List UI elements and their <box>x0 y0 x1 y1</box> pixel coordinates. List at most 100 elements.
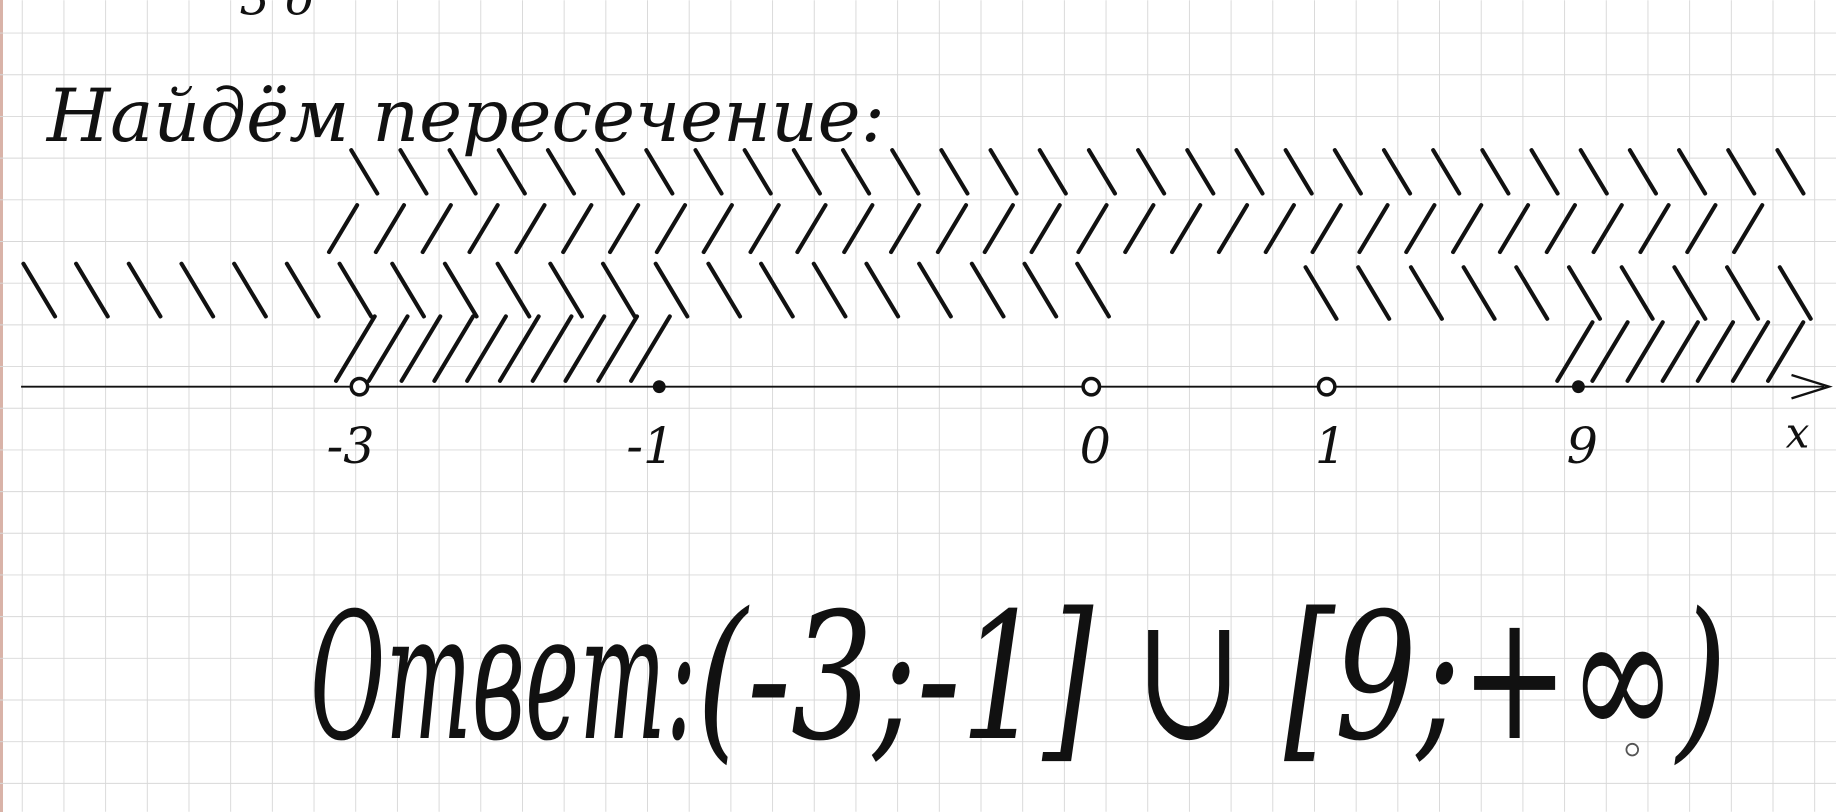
hatch-stroke <box>1075 261 1111 319</box>
axis-point <box>349 376 370 397</box>
hatch-stroke <box>1625 320 1665 383</box>
hatch-stroke <box>982 203 1015 255</box>
hatch-stroke <box>334 314 377 383</box>
hatch-stroke <box>126 261 163 319</box>
axis-point-label: 0 <box>1080 417 1111 475</box>
hatch-stroke <box>432 314 476 383</box>
hatch-stroke <box>969 261 1006 319</box>
hatch-stroke <box>1408 265 1444 321</box>
hatch-stroke <box>842 203 875 255</box>
hatch-stroke <box>1263 203 1296 255</box>
hatch-stroke <box>366 314 410 383</box>
hatch-stroke <box>467 203 500 255</box>
hatch-stroke <box>1086 148 1117 196</box>
hatching-lower <box>21 261 1813 383</box>
hatch-stroke <box>1695 320 1736 383</box>
hatch-stroke <box>563 314 607 383</box>
hatch-stroke <box>654 203 688 255</box>
hatch-stroke <box>1123 203 1156 255</box>
axis-point <box>1316 376 1337 397</box>
top-fragment: 3 б <box>240 0 314 26</box>
hatch-stroke <box>759 261 795 319</box>
hatch-stroke <box>1672 265 1708 321</box>
hatch-stroke <box>548 261 584 319</box>
heading: Найдём пересечение: <box>45 75 885 159</box>
hatch-stroke <box>1590 320 1630 383</box>
answer-expression: (-3;-1] ∪ [9;+∞) <box>697 576 1727 780</box>
hatch-stroke <box>701 203 734 255</box>
hatch-stroke <box>1677 148 1708 196</box>
axis-point-label: 1 <box>1315 417 1346 475</box>
hatch-stroke <box>1497 203 1531 255</box>
hatch-stroke <box>644 148 675 196</box>
hatch-stroke <box>1775 148 1806 196</box>
hatch-stroke <box>1619 265 1655 321</box>
axis-label: x <box>1786 409 1810 458</box>
hatch-stroke <box>373 203 407 255</box>
hatch-stroke <box>1357 203 1390 255</box>
hatch-stroke <box>420 203 453 255</box>
hatch-stroke <box>530 314 574 383</box>
hatch-stroke <box>653 261 690 319</box>
hatch-stroke <box>1726 148 1757 196</box>
hatch-stroke <box>1185 148 1216 196</box>
hatch-stroke <box>390 261 426 319</box>
hatch-stroke <box>742 148 773 196</box>
axis-point-label: -3 <box>327 417 375 475</box>
hatch-stroke <box>232 261 268 319</box>
hatch-stroke <box>1777 265 1813 321</box>
hatch-stroke <box>1627 148 1658 196</box>
page-margin-line <box>0 0 3 812</box>
axis-point-label: -1 <box>626 417 674 475</box>
hatch-stroke <box>496 148 527 196</box>
hatch-stroke <box>1170 203 1203 255</box>
hatch-stroke <box>1381 148 1413 196</box>
hatch-stroke <box>326 203 360 255</box>
axis-arrow-icon <box>1791 373 1833 400</box>
hatch-stroke <box>1461 265 1497 321</box>
hatch-stroke <box>1514 265 1550 321</box>
hatch-stroke <box>600 261 637 319</box>
hatch-stroke <box>1555 320 1595 383</box>
hatching-upper <box>326 148 1806 255</box>
hatch-stroke <box>939 148 970 196</box>
axis-point <box>1081 376 1102 397</box>
hatch-stroke <box>1732 203 1765 255</box>
hatch-stroke <box>1730 320 1771 383</box>
axis-point <box>1571 380 1585 394</box>
hatch-stroke <box>607 203 641 255</box>
hatch-stroke <box>1566 265 1602 321</box>
hatch-stroke <box>1356 265 1392 321</box>
hatch-stroke <box>1332 148 1363 196</box>
hatch-stroke <box>935 203 969 255</box>
hatch-stroke <box>889 203 922 255</box>
hatch-stroke <box>795 203 828 255</box>
hatch-stroke <box>398 148 429 196</box>
hatch-stroke <box>1766 320 1806 383</box>
hatch-stroke <box>1022 261 1059 319</box>
hatch-stroke <box>988 148 1019 196</box>
hatch-stroke <box>811 261 848 319</box>
hatch-stroke <box>284 261 321 319</box>
hatch-stroke <box>514 203 547 255</box>
hatch-stroke <box>561 203 594 255</box>
axis-point <box>652 380 666 394</box>
axis-points: -3 -1 0 1 9 <box>327 376 1598 475</box>
hatch-stroke <box>545 148 577 196</box>
hatch-stroke <box>1725 265 1761 321</box>
hatch-stroke <box>1076 203 1109 255</box>
hatch-stroke <box>841 148 872 196</box>
hatch-stroke <box>1638 203 1671 255</box>
hatch-stroke <box>1404 203 1437 255</box>
axis-point-label: 9 <box>1567 417 1598 475</box>
hatch-stroke <box>442 261 479 319</box>
hatch-stroke <box>1216 203 1250 255</box>
hatch-stroke <box>1310 203 1343 255</box>
hatch-stroke <box>629 314 672 383</box>
hatch-stroke <box>748 203 781 255</box>
hatch-stroke <box>1136 148 1167 196</box>
hatch-stroke <box>1480 148 1511 196</box>
hatch-stroke <box>1029 203 1062 255</box>
hatch-stroke <box>495 261 532 319</box>
